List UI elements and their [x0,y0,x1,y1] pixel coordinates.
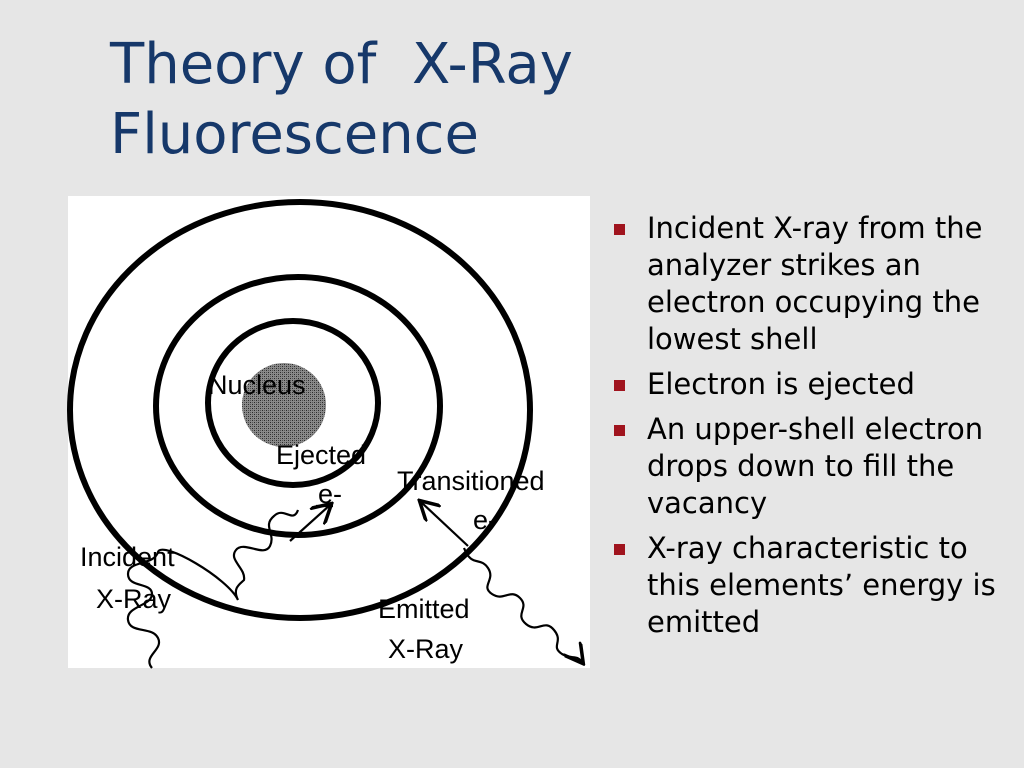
outer-shell [67,199,533,621]
transitioned-electron-arrow [421,502,469,547]
slide-title-line-1: Theory of X-Ray [110,32,573,97]
bullet-text: Incident X-ray from the analyzer strikes… [647,211,983,356]
ejected-electron-label: e- [318,479,342,509]
emitted-xray-wave [462,547,582,662]
ejected-electron-arrow [289,505,330,542]
emitted-label-line-1: Emitted [378,594,470,624]
bullet-list: Incident X-ray from the analyzer strikes… [606,210,1016,649]
bullet-item: An upper-shell electron drops down to fi… [606,411,1016,522]
bullet-text: An upper-shell electron drops down to fi… [647,412,984,520]
atom-diagram-svg: Nucleus Ejected e- Transitioned e- Incid… [67,199,590,669]
incident-label-line-2: X-Ray [96,584,172,614]
slide-title-line-2: Fluorescence [110,102,479,167]
slide-title: Theory of X-Ray Fluorescence [110,30,573,170]
nucleus-label: Nucleus [208,370,306,400]
incident-xray-wave [126,509,300,669]
square-bullet-icon [614,224,625,235]
incident-label-line-1: Incident [80,542,175,572]
ejected-label: Ejected [276,440,366,470]
square-bullet-icon [614,380,625,391]
bullet-item: Incident X-ray from the analyzer strikes… [606,210,1016,358]
square-bullet-icon [614,425,625,436]
bullet-text: Electron is ejected [647,367,915,401]
bullet-item: X-ray characteristic to this elements’ e… [606,530,1016,641]
transitioned-label: Transitioned [397,466,545,496]
bullet-item: Electron is ejected [606,366,1016,403]
nucleus [242,363,326,447]
emitted-label-line-2: X-Ray [388,634,464,664]
transitioned-electron-label: e- [473,505,497,535]
atom-diagram: Nucleus Ejected e- Transitioned e- Incid… [67,196,590,669]
inner-shell [205,318,381,488]
square-bullet-icon [614,544,625,555]
bullet-text: X-ray characteristic to this elements’ e… [647,531,996,639]
